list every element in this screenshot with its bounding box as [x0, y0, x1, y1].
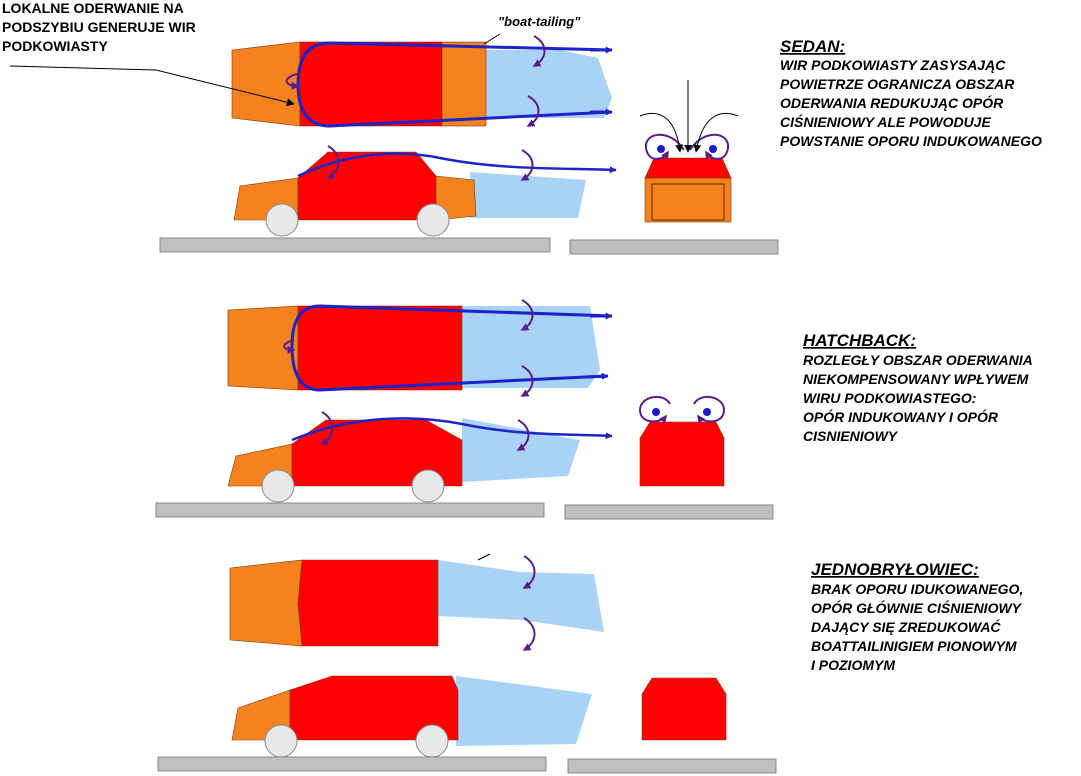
ground-strip [569, 239, 779, 255]
wheel [416, 203, 450, 237]
vortex-icon [320, 411, 334, 445]
annotation-line: PODKOWIASTY [2, 38, 108, 54]
boat-tailing-pointer [483, 33, 501, 45]
description-line: POWIETRZE OGRANICZA OBSZAR [780, 76, 1015, 92]
sedan-diagram [159, 33, 779, 255]
description-line: BRAK OPORU IDUKOWANEGO, [811, 581, 1023, 597]
rear-vortex-right [693, 395, 726, 424]
trailing-vortex-icon [532, 35, 546, 67]
description-line: DAJĄCY SIĘ ZREDUKOWAĆ [811, 618, 1001, 635]
trailing-vortex-icon [520, 299, 534, 331]
monovolume-side-wake [456, 676, 592, 746]
side-flow-line [297, 152, 617, 178]
wheel [261, 469, 295, 503]
annotation-line: LOKALNE ODERWANIE NA [2, 0, 184, 16]
annotation-line: PODSZYBIU GENERUJE WIR [2, 19, 196, 35]
description-line: POWSTANIE OPORU INDUKOWANEGO [780, 133, 1042, 149]
section-heading-suffix: : [910, 331, 916, 350]
hatchback-top-cabin [297, 305, 463, 391]
monovolume-top-cabin [297, 559, 439, 647]
rear-vortex-left [644, 133, 685, 160]
rear-vortex-right [689, 133, 730, 160]
ground-strip [159, 237, 551, 253]
trailing-vortex-icon [522, 617, 536, 651]
wheel [265, 203, 299, 237]
sedan-top-view [231, 33, 613, 128]
sedan-side-view [159, 145, 617, 253]
monovolume-rear-view [567, 677, 777, 774]
vortex-icon [516, 419, 530, 451]
description-line: I POZIOMYM [811, 657, 895, 673]
description-line: ODERWANIA REDUKUJĄC OPÓR [780, 94, 1004, 111]
hatchback-top-wake [462, 306, 600, 388]
monovolume-diagram [157, 553, 777, 774]
ground-strip [155, 502, 545, 518]
vortex-icon [520, 149, 534, 181]
vortex-core-dot [657, 145, 665, 153]
wheel [415, 724, 449, 758]
vortex-icon [326, 145, 340, 179]
vortex-core-dot [652, 408, 660, 416]
sedan-rear-window [651, 183, 725, 221]
hatchback-side-view [155, 411, 613, 518]
monovolume-top-view [229, 553, 604, 651]
sedan-top-wake [484, 50, 612, 118]
trailing-vortex-icon [526, 95, 540, 127]
sedan-description: SEDAN: WIR PODKOWIASTY ZASYSAJĄC POWIETR… [780, 37, 1042, 149]
vortex-core-dot [703, 408, 711, 416]
side-flow-line [291, 417, 613, 442]
hatchback-description: HATCHBACK: ROZLEGŁY OBSZAR ODERWANIA NIE… [803, 331, 1033, 444]
local-vortex-icon [285, 73, 300, 90]
description-line: OPÓR GŁÓWNIE CIŚNIENIOWY [811, 599, 1023, 616]
hatchback-rear-body [639, 421, 725, 487]
sedan-top-cabin [299, 41, 443, 127]
description-line: NIEKOMPENSOWANY WPŁYWEM [803, 371, 1029, 387]
description-line: BOATTAILINIGIEM PIONOWYM [811, 638, 1017, 654]
trailing-vortex-icon [520, 365, 534, 397]
description-line: WIR PODKOWIASTY ZASYSAJĄC [780, 57, 1006, 73]
ground-strip [567, 758, 777, 774]
sedan-side-wake [470, 172, 586, 218]
hatchback-top-front [227, 305, 299, 391]
description-line: WIRU PODKOWIASTEGO: [803, 390, 976, 406]
wheel [411, 469, 445, 503]
section-heading: HATCHBACK [803, 331, 912, 350]
hatchback-diagram [155, 299, 774, 520]
monovolume-rear-body [641, 677, 727, 741]
sedan-rear-body [644, 177, 732, 223]
svg-text:HATCHBACK:: HATCHBACK: [803, 331, 916, 350]
monovolume-description: JEDNOBRYŁOWIEC: BRAK OPORU IDUKOWANEGO, … [811, 560, 1023, 673]
monovolume-side-view [157, 675, 592, 772]
hatchback-top-view [227, 299, 613, 397]
monovolume-top-wake [438, 560, 604, 632]
annotation-block: LOKALNE ODERWANIE NA PODSZYBIU GENERUJE … [2, 0, 295, 107]
annotation-pointer [9, 65, 295, 107]
section-heading: SEDAN: [780, 37, 845, 56]
description-line: CISNIENIOWY [803, 428, 899, 444]
ground-strip [157, 756, 547, 772]
ground-strip [564, 504, 774, 520]
section-heading: JEDNOBRYŁOWIEC: [811, 560, 979, 579]
boat-tailing-label: "boat-tailing" [498, 14, 581, 29]
description-line: OPÓR INDUKOWANY I OPÓR [803, 408, 999, 425]
sedan-top-trunk [441, 41, 487, 127]
description-line: ROZLEGŁY OBSZAR ODERWANIA [803, 352, 1033, 368]
wheel [264, 724, 298, 758]
hatchback-rear-view [564, 395, 774, 520]
trailing-vortex-icon [522, 555, 536, 589]
sedan-rear-view [569, 80, 779, 255]
local-vortex-icon [283, 339, 296, 354]
vortex-core-dot [709, 145, 717, 153]
description-line: CIŚNIENIOWY ALE POWODUJE [780, 113, 991, 130]
rear-vortex-left [638, 395, 671, 424]
sedan-side-cabin [297, 151, 437, 221]
monovolume-top-front [229, 559, 303, 647]
sedan-rear-roof [644, 157, 732, 179]
